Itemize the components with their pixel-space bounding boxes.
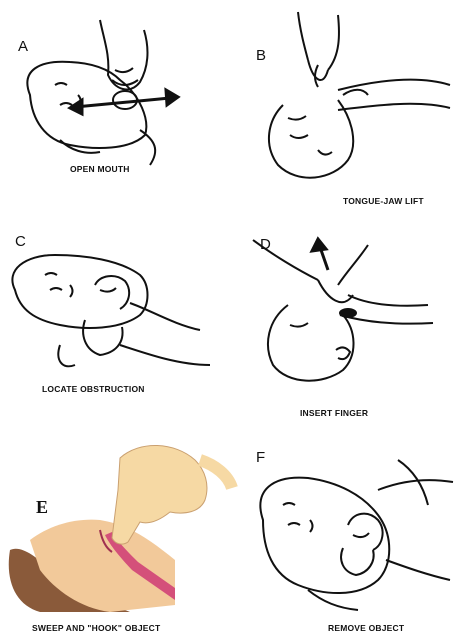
panel-d: D INSERT FINGER	[228, 215, 456, 420]
caption-remove-object: REMOVE OBJECT	[328, 623, 404, 633]
open-mouth-illustration	[0, 0, 228, 180]
panel-a: A OPEN MOUTH	[0, 0, 228, 200]
panel-f: F REMOVE OBJECT	[228, 430, 456, 634]
sweep-hook-illustration	[0, 430, 240, 620]
object-blob	[339, 308, 357, 318]
caption-tongue-jaw-lift: TONGUE-JAW LIFT	[343, 196, 424, 206]
panel-c: C LOCATE OBSTRUCTION	[0, 215, 228, 410]
panel-b: B TONGUE-JAW LIFT	[228, 0, 456, 215]
caption-locate-obstruction: LOCATE OBSTRUCTION	[42, 384, 145, 394]
caption-sweep-hook: SWEEP AND "HOOK" OBJECT	[32, 623, 160, 633]
tongue-jaw-lift-illustration	[228, 0, 456, 200]
insert-finger-illustration	[228, 215, 456, 400]
panel-e: E SWEEP AND "HOOK" OBJECT	[0, 430, 240, 634]
caption-open-mouth: OPEN MOUTH	[70, 164, 130, 174]
caption-insert-finger: INSERT FINGER	[300, 408, 368, 418]
remove-object-illustration	[228, 430, 456, 620]
locate-obstruction-illustration	[0, 215, 228, 385]
rescuer-hand	[112, 445, 207, 544]
